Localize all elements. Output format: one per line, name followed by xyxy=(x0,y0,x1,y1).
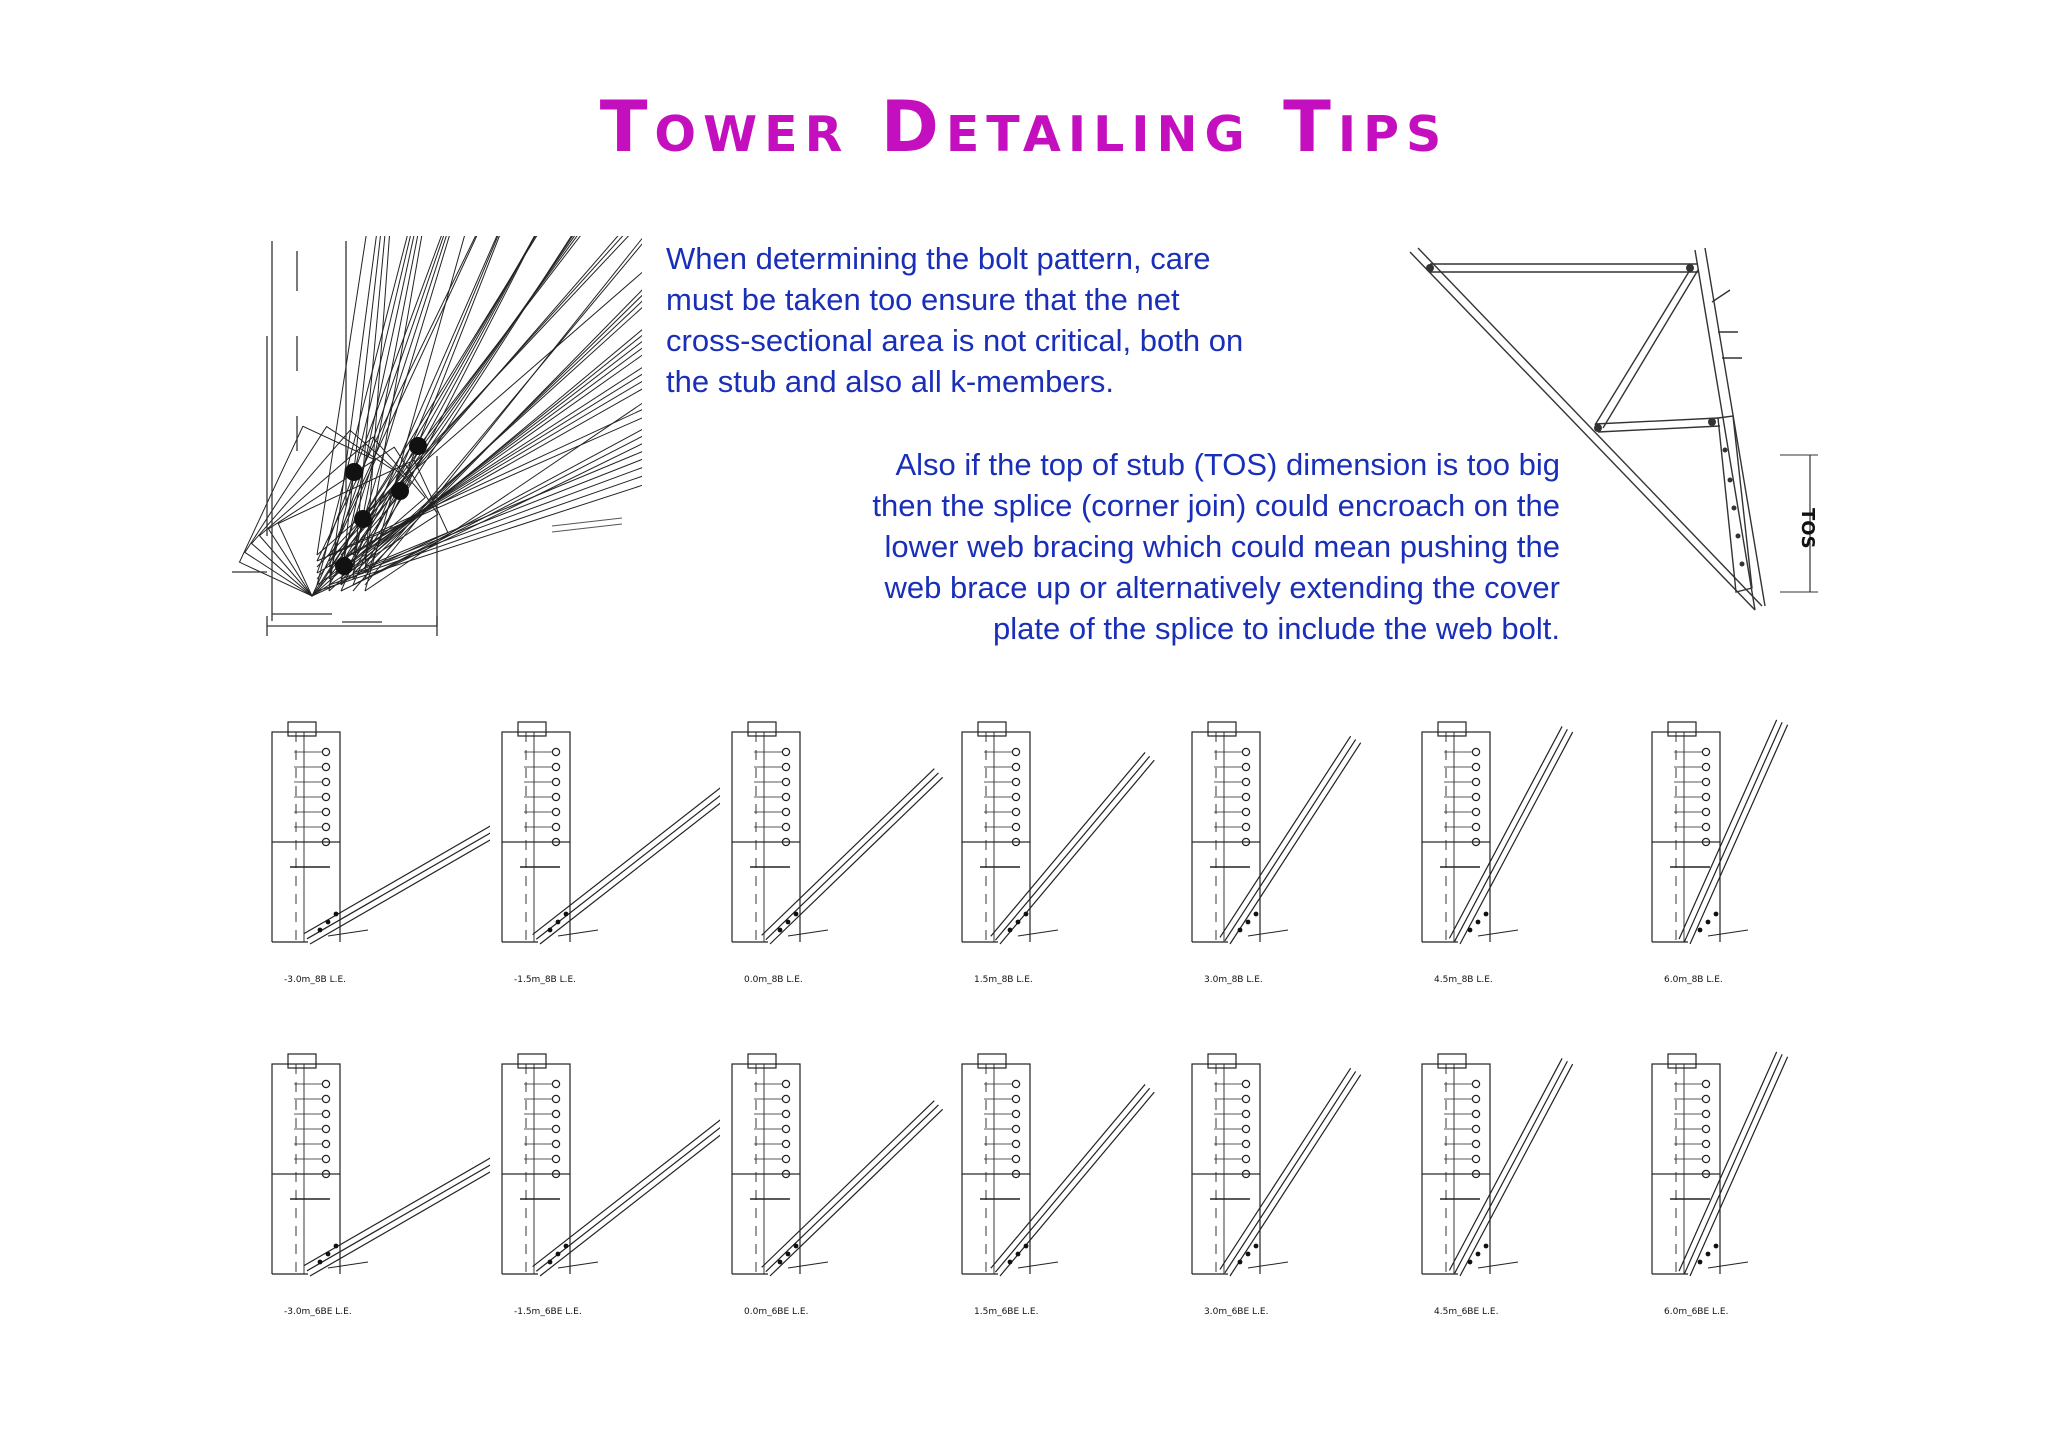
bolt-pattern-paragraph: When determining the bolt pattern, care … xyxy=(666,241,1244,399)
connection-detail: 4.5m_8B L.E. xyxy=(1421,721,1574,985)
detail-caption: 3.0m_8B L.E. xyxy=(1204,975,1263,985)
detail-caption: 0.0m_8B L.E. xyxy=(744,975,803,985)
connection-detail: 6.0m_6BE L.E. xyxy=(1651,1051,1789,1317)
connection-detail: 0.0m_6BE L.E. xyxy=(731,1053,944,1317)
connection-detail: 3.0m_8B L.E. xyxy=(1191,721,1362,985)
tower-panel-drawing: TOS xyxy=(1409,247,1818,611)
tos-label: TOS xyxy=(1797,508,1818,549)
detail-caption: 6.0m_6BE L.E. xyxy=(1664,1307,1728,1317)
connection-detail: -1.5m_6BE L.E. xyxy=(501,1053,720,1317)
connection-detail: 3.0m_6BE L.E. xyxy=(1191,1053,1362,1317)
connection-detail: -3.0m_6BE L.E. xyxy=(271,1053,490,1317)
detail-caption: 1.5m_6BE L.E. xyxy=(974,1307,1038,1317)
detail-caption: 0.0m_6BE L.E. xyxy=(744,1307,808,1317)
bolt-hole xyxy=(391,482,409,500)
bolt-hole xyxy=(345,463,363,481)
page-title: Tower Detailing Tips xyxy=(599,86,1449,168)
bracing-overlay-drawing xyxy=(232,236,642,636)
bolt-hole xyxy=(354,510,372,528)
detail-caption: -1.5m_6BE L.E. xyxy=(514,1307,582,1317)
detail-caption: -3.0m_8B L.E. xyxy=(284,975,346,985)
detail-caption: 1.5m_8B L.E. xyxy=(974,975,1033,985)
connection-detail: -1.5m_8B L.E. xyxy=(501,721,720,985)
connection-detail: 4.5m_6BE L.E. xyxy=(1421,1053,1574,1317)
connection-detail: 1.5m_6BE L.E. xyxy=(961,1053,1155,1317)
detail-caption: 4.5m_6BE L.E. xyxy=(1434,1307,1498,1317)
connection-detail: 1.5m_8B L.E. xyxy=(961,721,1155,985)
bolt-hole xyxy=(409,437,427,455)
tos-paragraph: Also if the top of stub (TOS) dimension … xyxy=(872,447,1560,646)
connection-detail: -3.0m_8B L.E. xyxy=(271,721,490,985)
bolt-hole xyxy=(335,557,353,575)
detail-caption: -1.5m_8B L.E. xyxy=(514,975,576,985)
connection-detail: 0.0m_8B L.E. xyxy=(731,721,944,985)
detail-caption: 3.0m_6BE L.E. xyxy=(1204,1307,1268,1317)
detail-caption: -3.0m_6BE L.E. xyxy=(284,1307,352,1317)
detail-caption: 4.5m_8B L.E. xyxy=(1434,975,1493,985)
detail-caption: 6.0m_8B L.E. xyxy=(1664,975,1723,985)
connection-detail: 6.0m_8B L.E. xyxy=(1651,719,1789,985)
